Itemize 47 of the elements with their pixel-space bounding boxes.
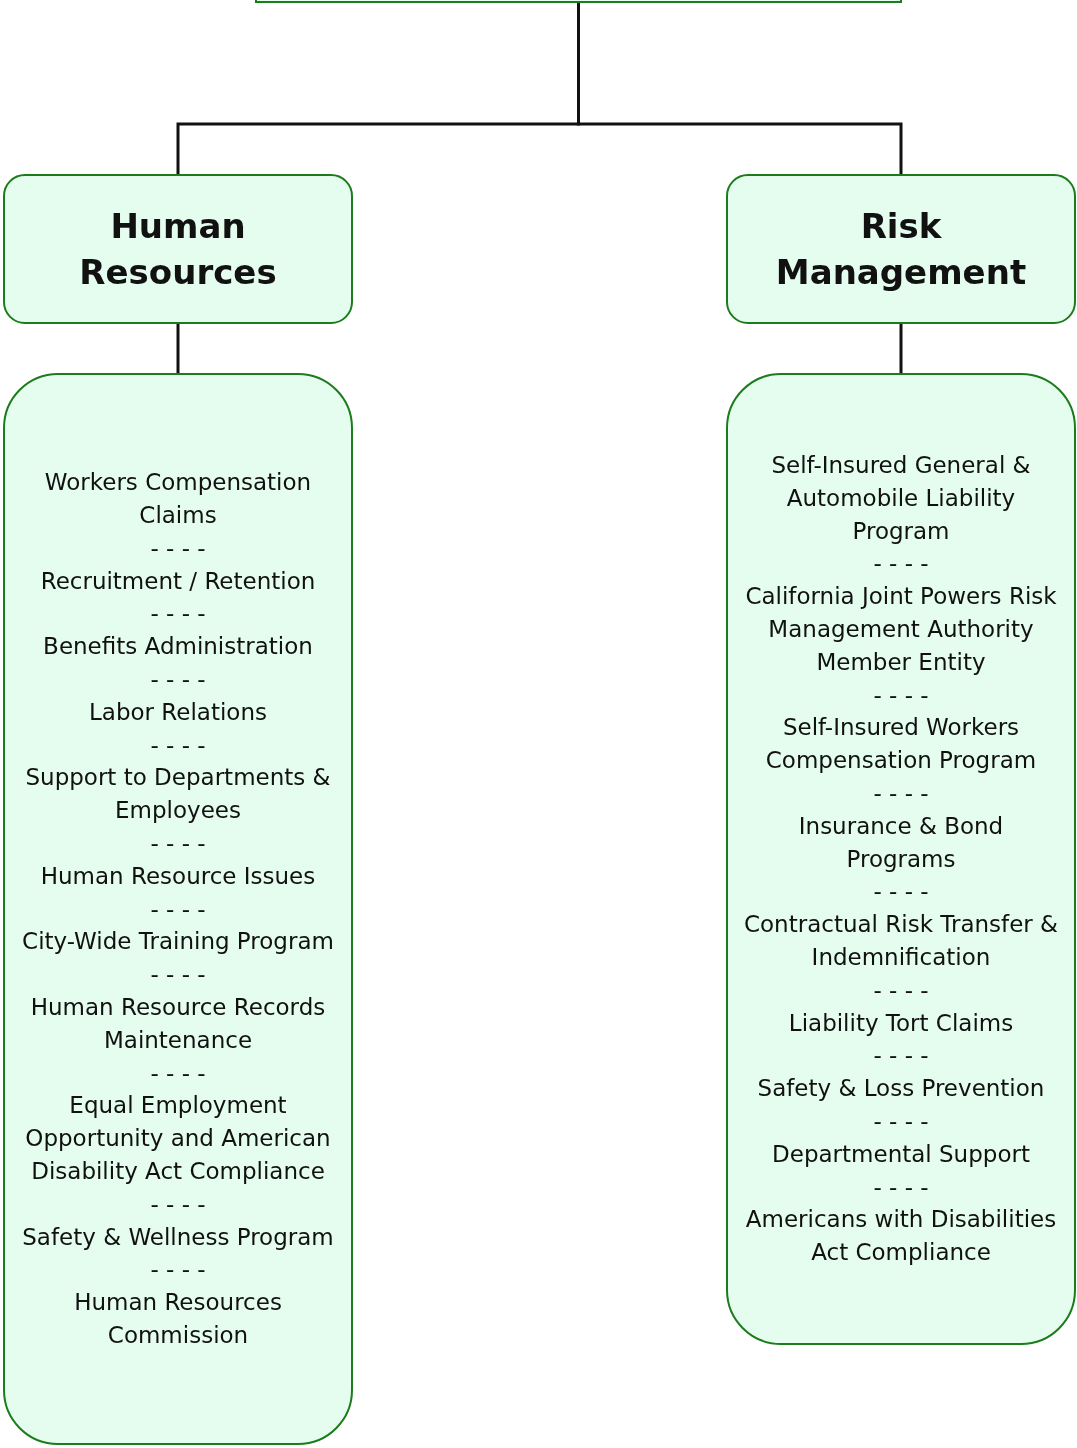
duty-item: City-Wide Training Program xyxy=(21,927,335,957)
department-box xyxy=(726,174,1076,324)
separator-text: - - - - xyxy=(149,960,207,990)
separator-text: - - - - xyxy=(872,877,930,907)
separator-text: - - - - xyxy=(149,1189,207,1219)
connector-line xyxy=(176,324,180,373)
duty-item: Human Resources Commission xyxy=(73,1288,283,1350)
department-title: Human Resources xyxy=(78,205,278,294)
duty-item: Benefits Administration xyxy=(42,632,314,662)
separator-text: - - - - xyxy=(872,779,930,808)
separator-text: - - - - xyxy=(149,829,207,858)
separator-text: - - - - xyxy=(872,549,930,579)
duty-item: Contractual Risk Transfer & Indemnification xyxy=(743,910,1059,972)
duty-item: Safety & Loss Prevention xyxy=(756,1074,1046,1104)
duty-item: Americans with Disabilities Act Compliance xyxy=(744,1205,1058,1268)
duty-item: Safety & Wellness Program xyxy=(21,1222,335,1252)
department-box xyxy=(3,174,353,324)
duty-item: California Joint Powers Risk Management Authority Member Entity xyxy=(744,582,1058,677)
separator-text: - - - - xyxy=(872,975,930,1005)
connector-line xyxy=(577,3,903,174)
separator-text: - - - - xyxy=(149,665,207,694)
separator-text: - - - - xyxy=(872,1041,930,1071)
duty-item: Equal Employment Opportunity and American Disability Act Compliance xyxy=(24,1091,332,1186)
duty-item: Self-Insured General & Automobile Liability Program xyxy=(770,451,1032,546)
duty-item: Human Resource Issues xyxy=(39,861,317,891)
duty-item: Self-Insured Workers Compensation Program xyxy=(764,713,1038,776)
separator-text: - - - - xyxy=(149,533,207,563)
separator-text: - - - - xyxy=(149,1058,207,1088)
duty-item: Labor Relations xyxy=(88,697,268,727)
separator-text: - - - - xyxy=(149,599,207,629)
connector-line xyxy=(899,324,903,373)
separator-text: - - - - xyxy=(149,894,207,924)
duties-panel xyxy=(3,373,353,1445)
duties-panel xyxy=(726,373,1076,1345)
duty-item: Departmental Support xyxy=(771,1139,1031,1169)
separator-text: - - - - xyxy=(872,1172,930,1202)
duty-item: Support to Departments & Employees xyxy=(24,763,332,826)
separator-text: - - - - xyxy=(872,680,930,710)
duty-item: Workers Compensation Claims xyxy=(43,468,313,531)
duty-item: Liability Tort Claims xyxy=(787,1008,1015,1038)
separator-text: - - - - xyxy=(149,1255,207,1285)
separator-text: - - - - xyxy=(872,1106,930,1136)
duty-item: Human Resource Records Maintenance xyxy=(29,993,327,1055)
department-title: Risk Management xyxy=(774,205,1028,294)
duty-item: Insurance & Bond Programs xyxy=(797,811,1005,874)
separator-text: - - - - xyxy=(149,730,207,760)
duty-item: Recruitment / Retention xyxy=(39,566,317,596)
